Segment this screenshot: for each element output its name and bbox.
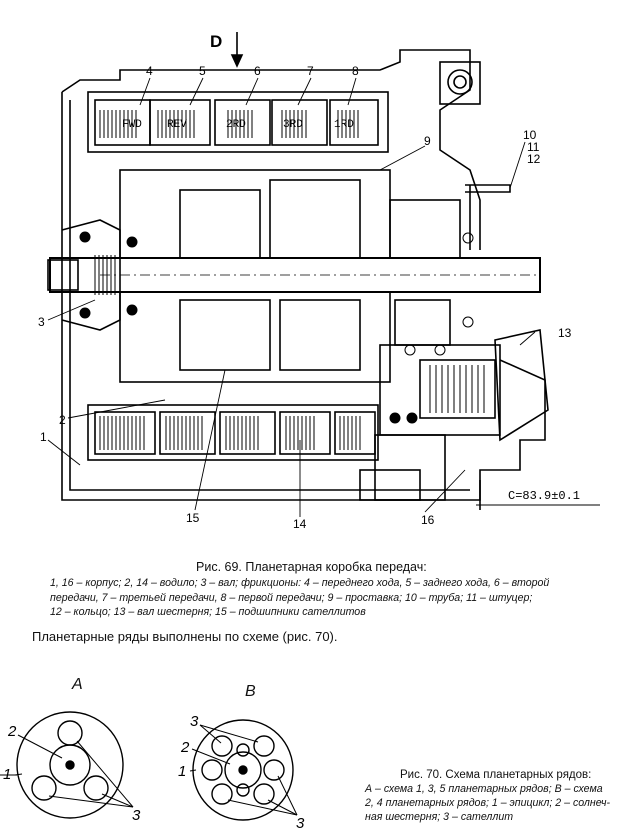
callout-4: 4: [146, 64, 153, 78]
clutch-label-2rd: 2RD: [226, 119, 246, 131]
clutch-label-1rd: 1RD: [334, 119, 354, 131]
clutch-label-rev: REV: [167, 119, 187, 131]
fig70-b-callout-2: 2: [180, 739, 190, 756]
fig70-caption: Рис. 70. Схема планетарных рядов: А – сх…: [365, 768, 620, 824]
callout-8: 8: [352, 64, 359, 78]
callout-3: 3: [38, 315, 45, 329]
callout-13: 13: [558, 326, 572, 340]
fig70-legend-line-1: А – схема 1, 3, 5 планетарных рядов; В –…: [365, 783, 603, 795]
callout-5: 5: [199, 64, 206, 78]
callout-2: 2: [59, 413, 66, 427]
callout-12: 12: [527, 152, 541, 166]
fig69-title: Рис. 69. Планетарная коробка передач:: [196, 560, 427, 574]
fig70-b-callout-3-bottom: 3: [296, 815, 305, 832]
fig70-b-callout-3-top: 3: [190, 713, 199, 730]
fig69-legend: 1, 16 – корпус; 2, 14 – водило; 3 – вал;…: [50, 576, 580, 620]
callout-6: 6: [254, 64, 261, 78]
diagram-b-label: В: [245, 683, 256, 700]
callout-10: 10: [523, 128, 537, 142]
gearbox-drawing: D FWD REV 2RD 3RD 1RD 4 5 6 7 8 9 10 11 …: [38, 32, 600, 531]
clutch-label-3rd: 3RD: [283, 119, 303, 131]
fig70-title: Рис. 70. Схема планетарных рядов:: [400, 769, 592, 781]
fig69-legend-line-2: передачи, 7 – третьей передачи, 8 – перв…: [50, 591, 533, 604]
fig70-a-callout-2: 2: [7, 723, 17, 740]
view-label: D: [210, 32, 222, 51]
fig70-a-callout-1: 1: [3, 766, 11, 783]
fig70-a-callout-3: 3: [132, 807, 141, 824]
fig70-legend-line-2: 2, 4 планетарных рядов; 1 – эпицикл; 2 –…: [365, 797, 611, 809]
callout-16: 16: [421, 513, 435, 527]
dimension-label: C=83.9±0.1: [508, 489, 580, 503]
clutch-label-fwd: FWD: [122, 119, 142, 131]
callout-1: 1: [40, 430, 47, 444]
body-paragraph: Планетарные ряды выполнены по схеме (рис…: [32, 629, 338, 644]
callout-7: 7: [307, 64, 314, 78]
fig70-b-callout-1: 1: [178, 763, 186, 780]
callout-9: 9: [424, 134, 431, 148]
callout-14: 14: [293, 517, 307, 531]
fig70-legend-line-3: ная шестерня; 3 – сателлит: [365, 811, 514, 823]
callout-15: 15: [186, 511, 200, 525]
diagram-a-label: А: [72, 676, 83, 693]
callout-11: 11: [527, 140, 540, 154]
fig69-legend-line-3: 12 – кольцо; 13 – вал шестерня; 15 – под…: [50, 606, 366, 618]
fig69-legend-line-1: 1, 16 – корпус; 2, 14 – водило; 3 – вал;…: [50, 577, 550, 589]
